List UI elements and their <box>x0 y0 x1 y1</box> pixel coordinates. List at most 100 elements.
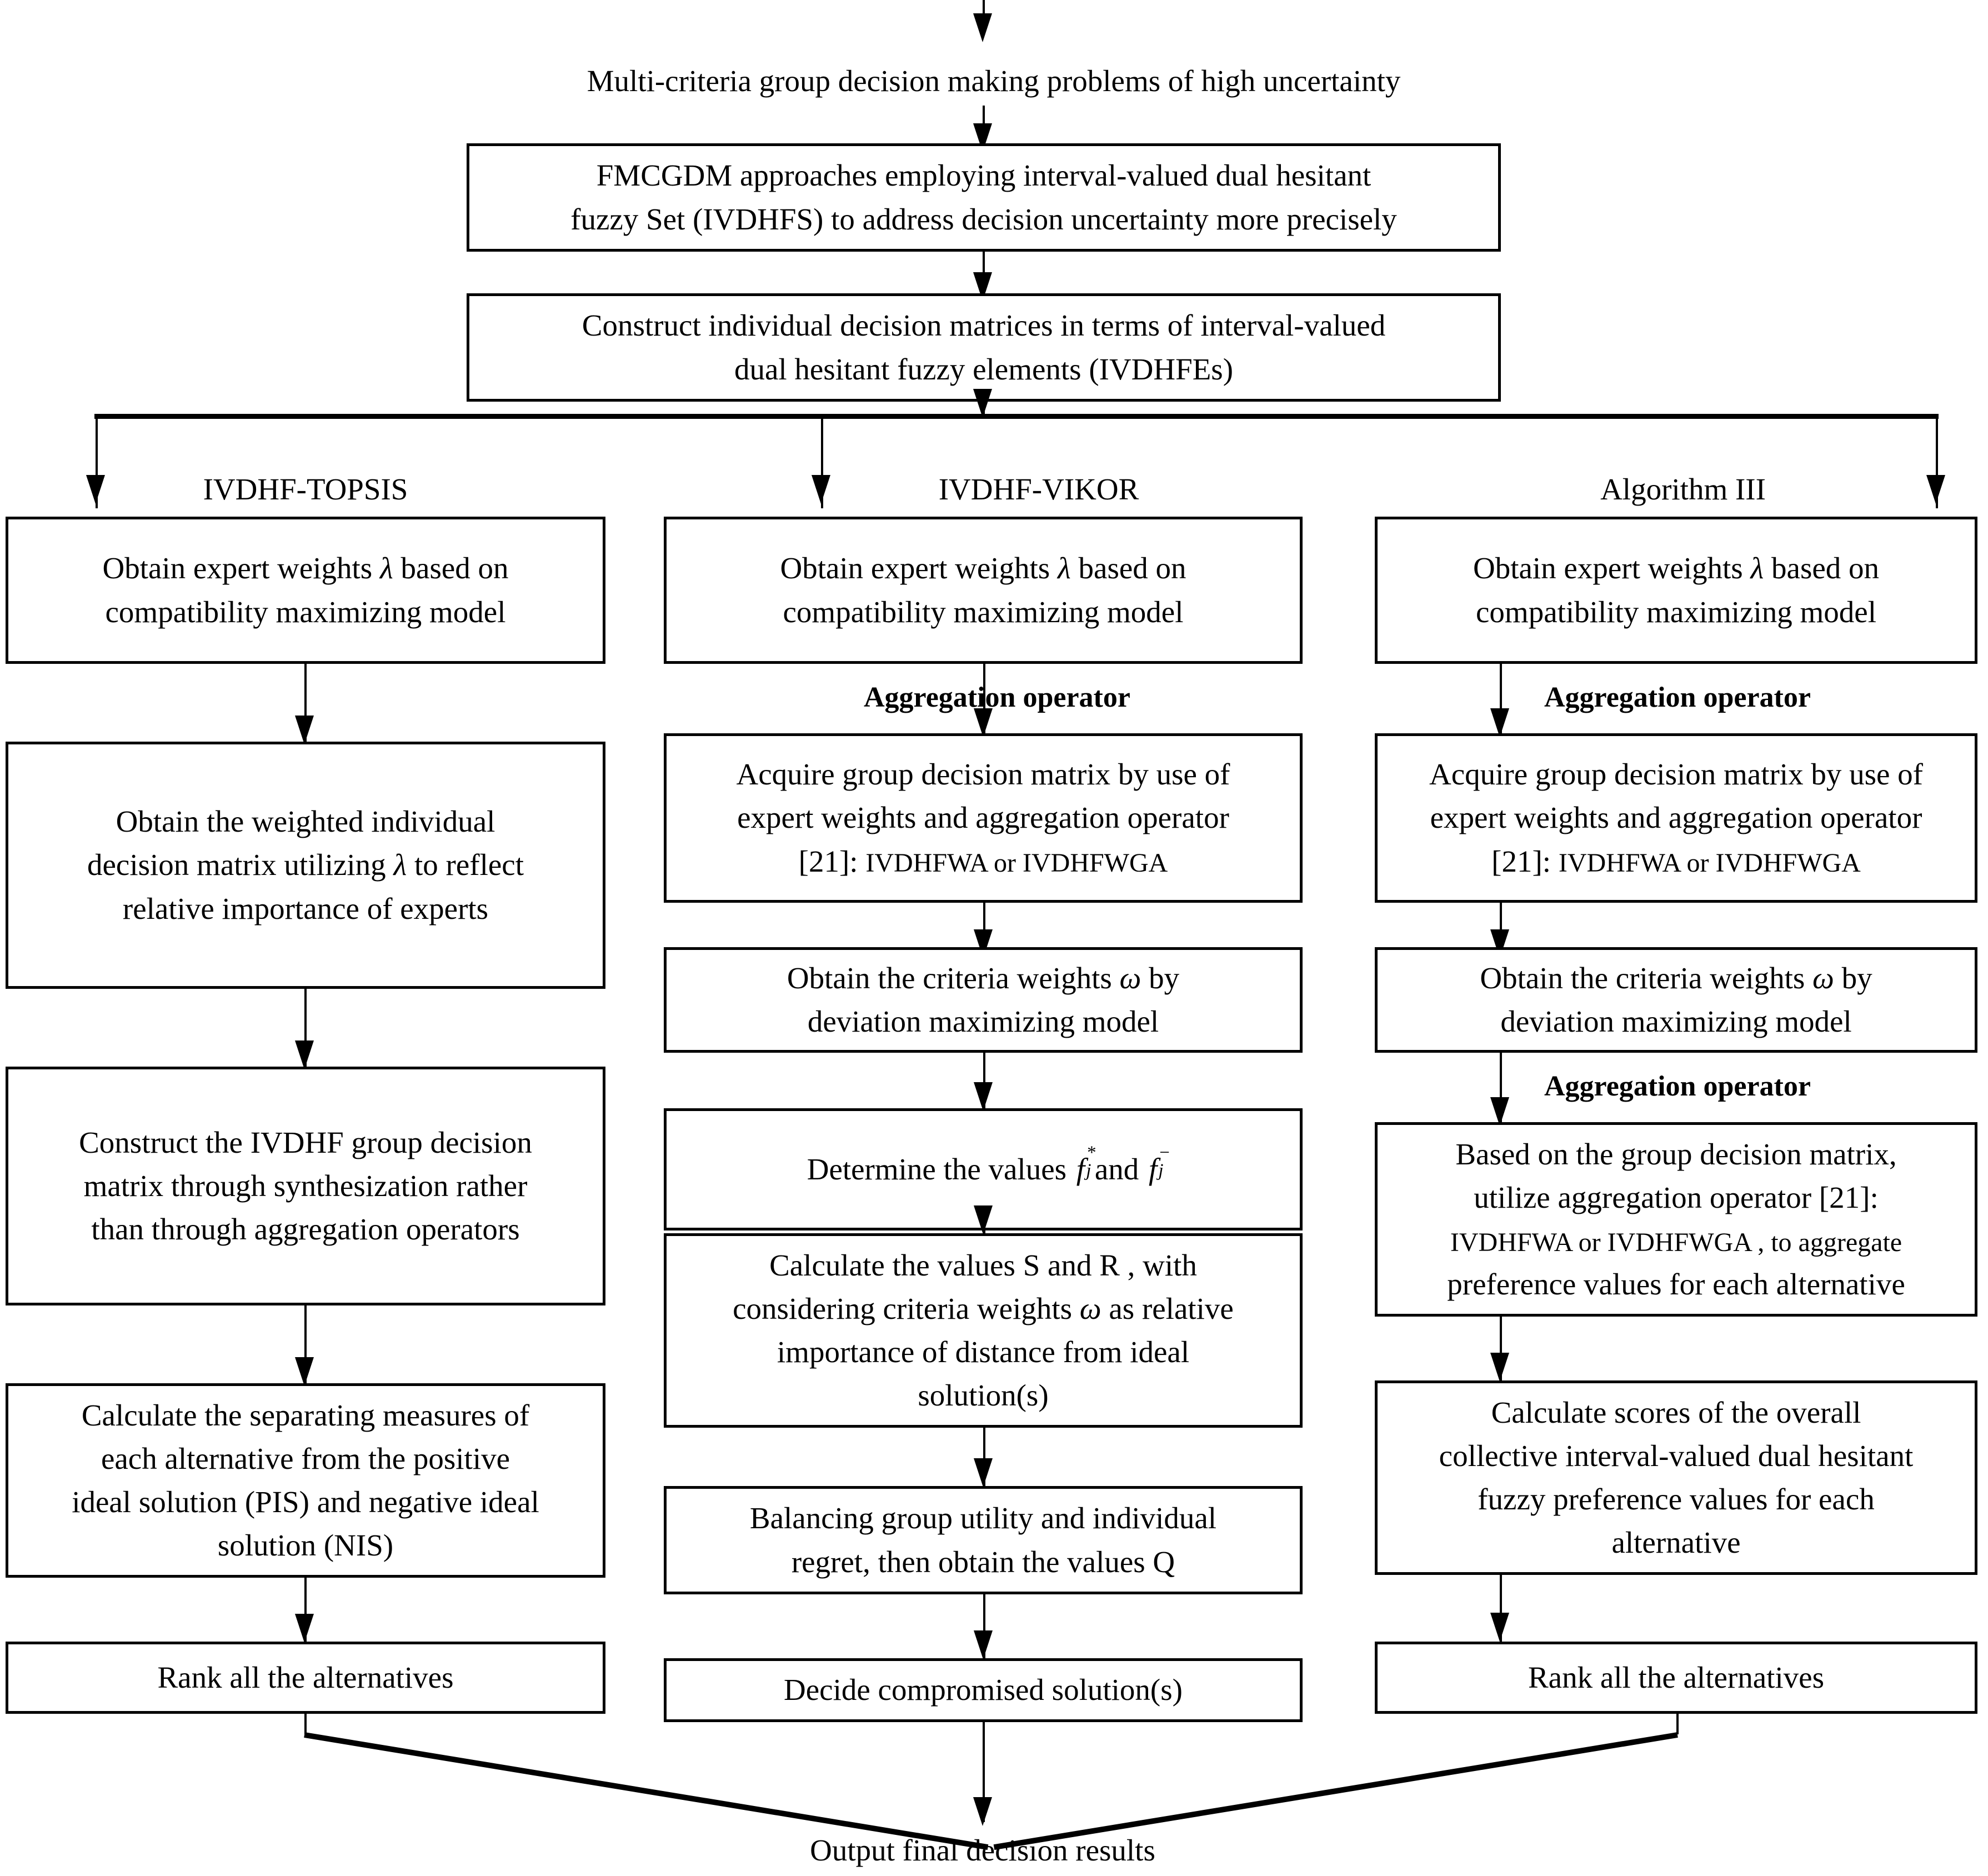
line-2: regret, then obtain the values Q <box>791 1544 1175 1579</box>
box1-to-box2-line <box>983 252 985 285</box>
box-topsis-construct-group-matrix-text: Construct the IVDHF group decision matri… <box>18 1121 593 1251</box>
algo3-arrowhead-3 <box>1490 1097 1509 1126</box>
line-3b: IVDHFWA or IVDHFWGA <box>1558 848 1861 878</box>
branch-arrow-topsis <box>86 475 105 504</box>
box-algo3-rank-alternatives-text: Rank all the alternatives <box>1528 1660 1824 1694</box>
line-1: Calculate the separating measures of <box>81 1398 530 1432</box>
column-header-topsis: IVDHF-TOPSIS <box>203 472 408 506</box>
line-2: expert weights and aggregation operator <box>1430 801 1922 835</box>
algo3-arrowhead-4 <box>1490 1353 1509 1382</box>
line-2: matrix through synthesization rather <box>83 1168 528 1203</box>
vikor-aggregation-operator-label: Aggregation operator <box>864 682 1130 713</box>
line-3a: [21]: <box>798 844 858 878</box>
topsis-arrowhead-2 <box>295 1040 314 1069</box>
line-3: ideal solution (PIS) and negative ideal <box>72 1485 539 1519</box>
line-2: dual hesitant fuzzy elements (IVDHFEs) <box>734 352 1234 386</box>
line-1: Obtain the weighted individual <box>116 804 495 839</box>
line-2: deviation maximizing model <box>807 1004 1159 1038</box>
omega-symbol: ω <box>1079 1291 1101 1325</box>
branch-leg-vikor <box>821 414 823 508</box>
topsis-connector-2 <box>304 989 307 1067</box>
vikor-arrowhead-1 <box>974 708 993 737</box>
branch-arrow-algo3 <box>1926 475 1945 504</box>
branch-leg-algo3 <box>1936 414 1938 508</box>
vikor-connector-5 <box>983 1428 985 1486</box>
lambda-symbol: λ <box>1057 551 1071 586</box>
topsis-connector-4 <box>304 1578 307 1642</box>
box-vikor-calculate-s-r: Calculate the values S and R , with cons… <box>664 1233 1303 1428</box>
line-1a: Obtain expert weights <box>1473 551 1751 586</box>
box-algo3-aggregate-preference-values-text: Based on the group decision matrix, util… <box>1388 1133 1965 1306</box>
f-minus-base: f <box>1148 1152 1158 1186</box>
box-topsis-expert-weights: Obtain expert weights λ based on compati… <box>6 517 605 664</box>
line-1: Construct the IVDHF group decision <box>79 1125 532 1159</box>
box-topsis-separating-measures: Calculate the separating measures of eac… <box>6 1383 605 1578</box>
box-vikor-acquire-group-matrix: Acquire group decision matrix by use of … <box>664 733 1303 903</box>
box-algo3-acquire-group-matrix: Acquire group decision matrix by use of … <box>1375 733 1977 903</box>
line-1b: based on <box>393 551 509 586</box>
merge-leg-left <box>304 1714 307 1734</box>
box-vikor-decide-compromised-solution-text: Decide compromised solution(s) <box>784 1673 1183 1707</box>
omega-symbol: ω <box>1119 960 1141 995</box>
branch-leg-topsis <box>96 414 98 508</box>
line-2: utilize aggregation operator [21]: <box>1474 1180 1879 1214</box>
line-1b: based on <box>1070 551 1186 586</box>
line-4: preference values for each alternative <box>1447 1267 1905 1302</box>
line-1: Based on the group decision matrix, <box>1455 1137 1897 1171</box>
entry-arrowhead <box>973 13 992 42</box>
title-to-box1-line <box>983 106 985 133</box>
merge-leg-right <box>1676 1714 1679 1734</box>
box-fmcgdm-approaches-text: FMCGDM approaches employing interval-val… <box>479 154 1488 241</box>
box-algo3-criteria-weights: Obtain the criteria weights ω by deviati… <box>1375 947 1977 1053</box>
box-vikor-expert-weights-text: Obtain expert weights λ based on compati… <box>677 547 1290 633</box>
box-vikor-balancing-utility-regret-text: Balancing group utility and individual r… <box>677 1497 1290 1583</box>
algo3-connector-4 <box>1500 1317 1502 1380</box>
line-1: FMCGDM approaches employing interval-val… <box>596 158 1371 193</box>
topsis-connector-1 <box>304 664 307 742</box>
line-1: Acquire group decision matrix by use of <box>1429 757 1923 792</box>
entry-connector-line <box>983 0 985 16</box>
box-algo3-acquire-group-matrix-text: Acquire group decision matrix by use of … <box>1388 753 1965 883</box>
vikor-connector-6 <box>983 1594 985 1658</box>
line-1: Construct individual decision matrices i… <box>582 308 1386 343</box>
box-topsis-rank-alternatives: Rank all the alternatives <box>6 1642 605 1714</box>
line-1: Acquire group decision matrix by use of <box>736 757 1230 792</box>
box2-to-split-arrowhead <box>973 389 992 418</box>
line-3: than through aggregation operators <box>91 1212 520 1247</box>
branch-split-bar <box>94 414 1939 419</box>
line-2: fuzzy Set (IVDHFS) to address decision u… <box>570 202 1397 236</box>
line-1mid: and <box>1087 1152 1146 1186</box>
line-4: solution (NIS) <box>217 1528 394 1563</box>
vikor-arrowhead-3 <box>974 1082 993 1111</box>
line-4: solution(s) <box>918 1378 1049 1413</box>
algo3-connector-3 <box>1500 1053 1502 1122</box>
line-1: Calculate scores of the overall <box>1491 1395 1861 1429</box>
line-1: Calculate the values S and R , with <box>769 1248 1197 1282</box>
column-header-vikor: IVDHF-VIKOR <box>938 472 1139 506</box>
box-topsis-weighted-matrix: Obtain the weighted individual decision … <box>6 742 605 989</box>
box-algo3-aggregate-preference-values: Based on the group decision matrix, util… <box>1375 1122 1977 1317</box>
algo3-aggregation-operator-label-1: Aggregation operator <box>1544 682 1811 713</box>
line-1: Balancing group utility and individual <box>749 1501 1217 1535</box>
line-2: compatibility maximizing model <box>105 594 506 629</box>
line-1a: Obtain expert weights <box>780 551 1058 586</box>
merge-arrowhead <box>973 1797 992 1826</box>
line-2a: decision matrix utilizing <box>87 848 394 882</box>
line-4: alternative <box>1611 1525 1741 1560</box>
omega-symbol: ω <box>1812 960 1834 995</box>
box-algo3-expert-weights: Obtain expert weights λ based on compati… <box>1375 517 1977 664</box>
line-1a: Obtain the criteria weights <box>1480 960 1813 995</box>
topsis-arrowhead-3 <box>295 1357 314 1386</box>
topsis-connector-3 <box>304 1305 307 1383</box>
line-2: compatibility maximizing model <box>1476 594 1876 629</box>
box-algo3-calculate-scores-text: Calculate scores of the overall collecti… <box>1388 1391 1965 1564</box>
lambda-symbol: λ <box>1750 551 1764 586</box>
box-construct-individual-matrices: Construct individual decision matrices i… <box>467 293 1501 402</box>
f-star-variable: f*j <box>1074 1143 1096 1191</box>
box-fmcgdm-approaches: FMCGDM approaches employing interval-val… <box>467 143 1501 252</box>
box-construct-individual-matrices-text: Construct individual decision matrices i… <box>479 304 1488 391</box>
merge-center-line <box>983 1722 985 1822</box>
line-2b: as relative <box>1101 1291 1234 1325</box>
box-topsis-separating-measures-text: Calculate the separating measures of eac… <box>18 1394 593 1567</box>
topsis-arrowhead-1 <box>295 716 314 744</box>
